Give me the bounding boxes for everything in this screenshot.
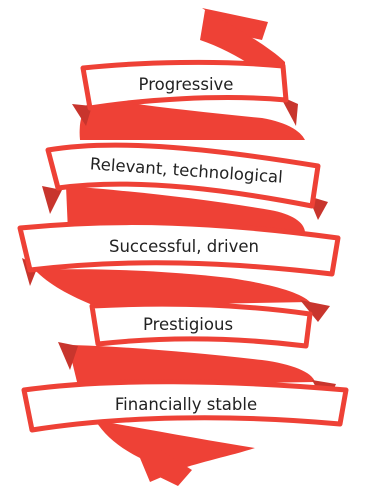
ribbon-fold-3: [35, 269, 310, 306]
shadow-right-3: [300, 300, 330, 322]
ribbon-label-4: Prestigious: [143, 315, 233, 334]
ribbon-top-tail: [202, 8, 268, 40]
band-4: [89, 301, 313, 349]
shadow-left-1: [72, 104, 92, 126]
ribbon-label-5: Financially stable: [115, 395, 257, 414]
ribbon-bottom-tail: [95, 420, 255, 482]
shadow-left-4: [58, 342, 78, 370]
ribbon-bands: [17, 59, 349, 433]
band-1: [80, 59, 289, 111]
ribbon-fold-1: [79, 98, 306, 140]
ribbon-bottom-point: [145, 450, 192, 486]
ribbon-fold-4: [68, 345, 315, 386]
shadow-right-1: [280, 96, 298, 126]
band-3: [17, 220, 341, 277]
band-2: [45, 142, 321, 209]
ribbon-label-3: Successful, driven: [109, 237, 259, 256]
ribbon-label-1: Progressive: [139, 75, 234, 94]
shadow-left-2: [42, 186, 62, 214]
band-5: [21, 379, 349, 433]
